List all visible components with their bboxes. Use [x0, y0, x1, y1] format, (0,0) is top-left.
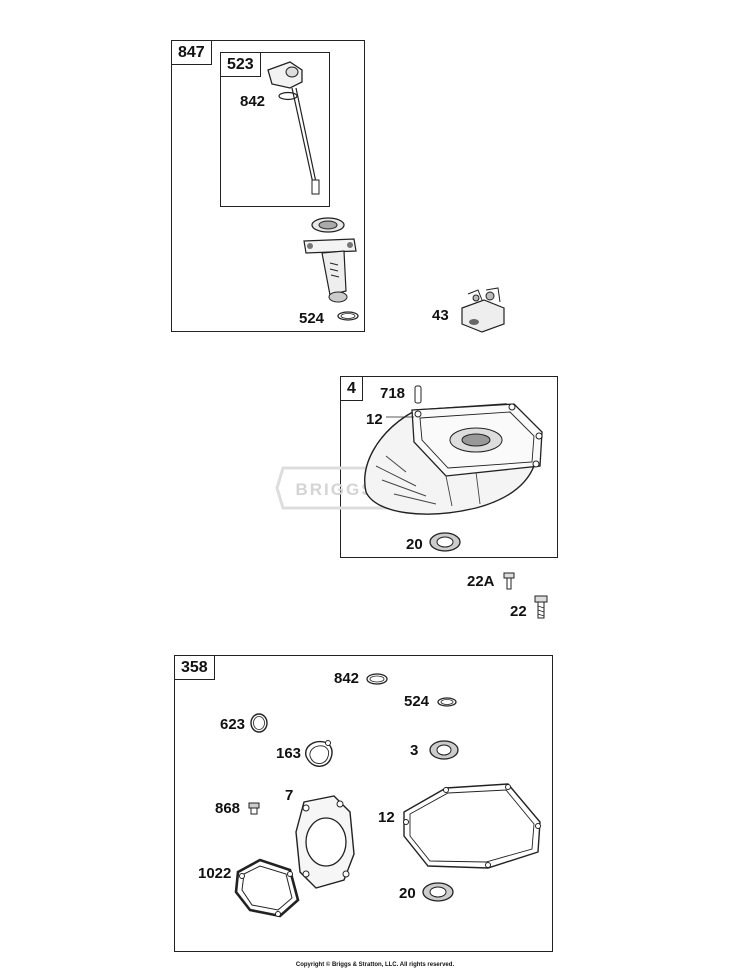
- assembly-358-frame: 358: [174, 655, 553, 952]
- crankcase-gasket-part[interactable]: [398, 782, 548, 872]
- label-524-top[interactable]: 524: [299, 310, 325, 327]
- label-12-kit[interactable]: 12: [378, 809, 395, 826]
- copyright-footer: Copyright © Briggs & Stratton, LLC. All …: [295, 962, 455, 968]
- oil-seal-20-kit-part[interactable]: [421, 881, 455, 903]
- label-623[interactable]: 623: [220, 716, 246, 733]
- label-163[interactable]: 163: [276, 745, 302, 762]
- assembly-847-tag[interactable]: 847: [171, 40, 212, 65]
- o-ring-623-part[interactable]: [248, 712, 270, 734]
- o-ring-524-kit[interactable]: [436, 696, 458, 708]
- gasket-163-part[interactable]: [300, 736, 336, 772]
- watermark-text: BRIGGS: [295, 480, 374, 499]
- label-7[interactable]: 7: [285, 787, 294, 804]
- label-718[interactable]: 718: [380, 385, 406, 402]
- label-868[interactable]: 868: [215, 800, 241, 817]
- label-22A[interactable]: 22A: [467, 573, 495, 590]
- o-ring-524-top[interactable]: [336, 310, 360, 322]
- label-3[interactable]: 3: [410, 742, 419, 759]
- assembly-523-tag[interactable]: 523: [220, 52, 261, 77]
- assembly-4-tag[interactable]: 4: [340, 376, 363, 401]
- o-ring-842-kit[interactable]: [365, 672, 389, 686]
- oil-seal-part-top[interactable]: [428, 531, 462, 553]
- label-842-kit[interactable]: 842: [334, 670, 360, 687]
- leader-line-12-top: [386, 416, 414, 418]
- label-22[interactable]: 22: [510, 603, 527, 620]
- assembly-847-frame: 847: [171, 40, 365, 332]
- dowel-pin-part[interactable]: [413, 384, 423, 406]
- bolt-22A-part[interactable]: [502, 569, 516, 591]
- crankcase-sump-part[interactable]: [356, 396, 546, 526]
- label-43[interactable]: 43: [432, 307, 449, 324]
- label-524-kit[interactable]: 524: [404, 693, 430, 710]
- oil-seal-3-part[interactable]: [428, 739, 460, 761]
- assembly-523-frame: 523: [220, 52, 330, 207]
- label-20-top[interactable]: 20: [406, 536, 423, 553]
- governor-control-part[interactable]: [458, 284, 508, 334]
- assembly-358-tag[interactable]: 358: [174, 655, 215, 680]
- o-ring-842-top: [0, 0, 1, 1]
- dipstick-part[interactable]: [262, 58, 322, 198]
- label-12-top[interactable]: 12: [366, 411, 383, 428]
- bolt-22-part[interactable]: [533, 592, 549, 620]
- plug-868-part[interactable]: [247, 800, 261, 816]
- label-1022[interactable]: 1022: [198, 865, 232, 882]
- oil-fill-tube-part[interactable]: [300, 215, 370, 310]
- cylinder-head-gasket-part[interactable]: [290, 792, 360, 892]
- label-20-kit[interactable]: 20: [399, 885, 416, 902]
- label-842-top[interactable]: 842: [240, 93, 266, 110]
- gasket-1022-part[interactable]: [232, 856, 302, 920]
